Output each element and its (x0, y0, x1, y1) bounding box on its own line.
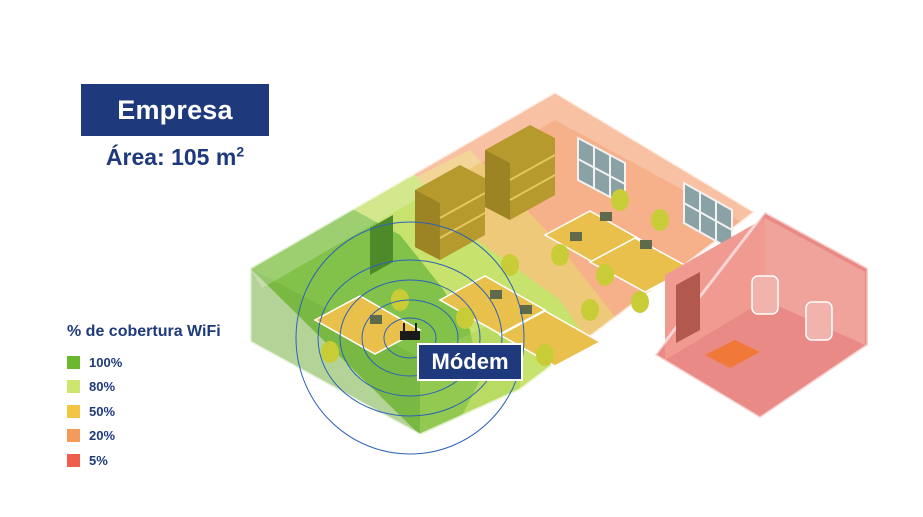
bath-mat (705, 340, 760, 368)
coverage-legend: % de cobertura WiFi 100% 80% 50% 20% 5% (67, 323, 221, 473)
bathroom-outline (652, 210, 870, 420)
area-text: Área: 105 m (105, 144, 237, 170)
area-label: Área: 105 m2 (81, 144, 269, 171)
main-building-outline (248, 90, 758, 437)
legend-swatch (67, 380, 80, 394)
legend-item: 80% (67, 375, 221, 400)
windows (577, 136, 733, 252)
legend-label: 5% (89, 452, 108, 468)
modem-label: Módem (417, 343, 523, 381)
legend-label: 100% (89, 354, 123, 370)
legend-item: 50% (67, 399, 221, 424)
legend-item: 20% (67, 424, 221, 449)
wall-back-right (555, 92, 755, 224)
legend-label: 80% (89, 379, 116, 395)
legend-swatch (67, 355, 80, 369)
bookshelf (415, 125, 556, 260)
legend-title: % de cobertura WiFi (67, 323, 221, 340)
wifi-signal-rings (295, 221, 525, 455)
bathroom-door (676, 272, 700, 343)
bathroom-room (652, 210, 870, 420)
wall-back-left (250, 92, 555, 288)
bathroom-right-wall (765, 218, 865, 345)
legend-label: 20% (89, 428, 116, 444)
legend-items: 100% 80% 50% 20% 5% (67, 350, 221, 473)
modem-label-text: Módem (431, 349, 509, 374)
area-exponent: 2 (236, 143, 245, 160)
toilets (751, 275, 833, 341)
legend-swatch (67, 429, 80, 443)
office-desks (313, 210, 692, 367)
legend-label: 50% (89, 403, 116, 419)
office-chairs (321, 189, 669, 366)
legend-item: 100% (67, 350, 221, 375)
door (370, 215, 393, 275)
modem-device (400, 323, 420, 340)
page-title-text: Empresa (117, 94, 233, 125)
legend-swatch (67, 404, 80, 418)
page-title: Empresa (81, 84, 269, 136)
legend-item: 5% (67, 448, 221, 473)
computer-monitors (370, 212, 652, 324)
legend-swatch (67, 453, 80, 467)
